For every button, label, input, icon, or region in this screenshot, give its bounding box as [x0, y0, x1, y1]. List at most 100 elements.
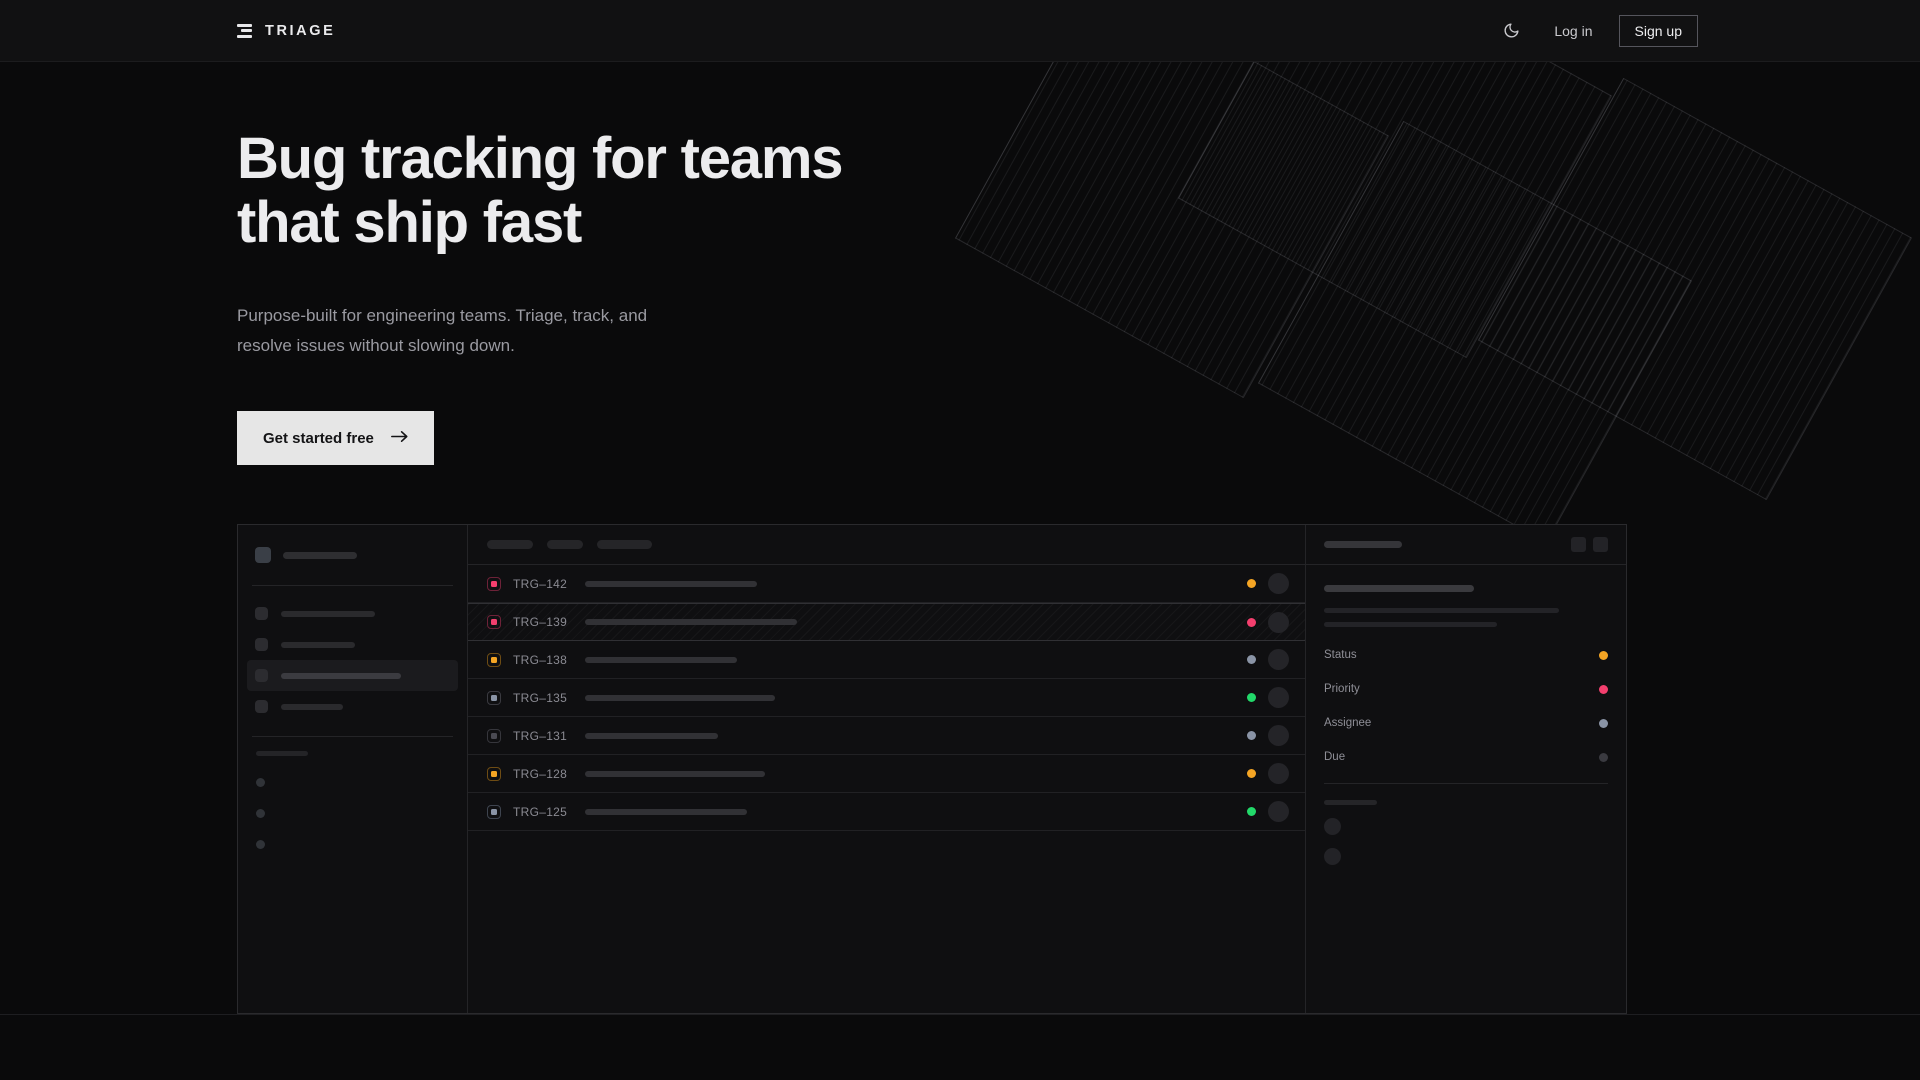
detail-title-placeholder: [1324, 541, 1402, 548]
issue-id: TRG–138: [513, 652, 568, 667]
avatar: [1268, 611, 1289, 633]
decorative-shape: [1177, 62, 1613, 359]
detail-field-label: Status: [1324, 649, 1357, 661]
priority-icon: [487, 615, 501, 629]
priority-icon: [487, 690, 501, 705]
sidebar-item-label-placeholder: [281, 672, 401, 679]
workspace-avatar: [255, 547, 271, 563]
nav-actions: Log in Sign up: [1494, 14, 1698, 48]
issue-title-placeholder: [585, 656, 737, 663]
detail-divider: [1324, 783, 1608, 784]
hero-subtitle: Purpose-built for engineering teams. Tri…: [237, 306, 648, 355]
priority-icon: [487, 728, 501, 743]
detail-action-button[interactable]: [1571, 537, 1586, 552]
issue-id: TRG–128: [513, 766, 568, 781]
decorative-shape: [1477, 77, 1913, 501]
detail-field-status[interactable]: Status: [1324, 649, 1608, 661]
avatar: [1268, 801, 1289, 822]
avatar: [1268, 687, 1289, 708]
avatar: [1268, 763, 1289, 784]
detail-field-due[interactable]: Due: [1324, 751, 1608, 763]
sidebar-divider: [252, 736, 453, 737]
detail-field-label: Assignee: [1324, 717, 1372, 729]
workspace-name-placeholder: [283, 551, 357, 559]
issue-id: TRG–135: [513, 690, 568, 705]
get-started-button[interactable]: Get started free: [237, 411, 434, 465]
sidebar-project-list: [238, 778, 467, 849]
decorative-shape: [954, 62, 1390, 399]
sidebar-project-dot[interactable]: [256, 809, 265, 818]
issue-id: TRG–142: [513, 576, 568, 591]
avatar: [1324, 848, 1341, 865]
brand-logo[interactable]: TRIAGE: [237, 23, 335, 39]
issue-title-placeholder: [585, 694, 775, 701]
status-badge: [1247, 579, 1256, 588]
decorative-shape: [1257, 120, 1693, 544]
detail-action-button[interactable]: [1593, 537, 1608, 552]
detail-field-label: Due: [1324, 751, 1346, 763]
issue-id: TRG–131: [513, 728, 568, 743]
moon-icon[interactable]: [1494, 14, 1528, 48]
sidebar-nav-item-3[interactable]: [247, 691, 458, 722]
toolbar-filter-chip-0[interactable]: [487, 540, 533, 549]
login-link[interactable]: Log in: [1554, 22, 1593, 39]
get-started-label: Get started free: [263, 429, 374, 447]
sidebar-divider: [252, 585, 453, 586]
avatar: [1268, 573, 1289, 594]
status-badge: [1247, 693, 1256, 702]
brand-name: TRIAGE: [265, 22, 336, 39]
issue-title-placeholder: [585, 619, 797, 625]
table-row[interactable]: TRG–128: [468, 755, 1305, 793]
status-badge: [1247, 617, 1256, 627]
priority-icon: [487, 804, 501, 819]
sidebar-item-icon: [255, 700, 268, 713]
priority-icon: [487, 766, 501, 781]
issue-title-placeholder: [585, 808, 747, 815]
issue-title-placeholder: [585, 580, 757, 587]
status-badge: [1247, 655, 1256, 664]
sidebar-item-label-placeholder: [281, 641, 355, 648]
avatar: [1268, 649, 1289, 670]
detail-field-value: [1599, 684, 1608, 694]
top-navigation-bar: TRIAGE Log in Sign up: [0, 0, 1920, 62]
issue-id: TRG–125: [513, 804, 568, 819]
detail-field-value: [1599, 718, 1608, 728]
mockup-sidebar-workspace[interactable]: [238, 525, 467, 563]
sidebar-project-dot[interactable]: [256, 778, 265, 787]
detail-panel-header: [1306, 525, 1626, 565]
issue-title-placeholder: [585, 732, 718, 739]
sidebar-nav-item-1[interactable]: [247, 629, 458, 660]
page-title: Bug tracking for teams that ship fast: [237, 126, 843, 255]
page-bottom-divider: [0, 1014, 1920, 1015]
toolbar-filter-chip-2[interactable]: [597, 540, 652, 549]
table-row[interactable]: TRG–135: [468, 679, 1305, 717]
issue-title-placeholder: [585, 770, 765, 777]
table-row[interactable]: TRG–142: [468, 565, 1305, 603]
toolbar-filter-chip-1[interactable]: [547, 540, 583, 549]
avatar: [1268, 725, 1289, 746]
sidebar-project-dot[interactable]: [256, 840, 265, 849]
detail-field-priority[interactable]: Priority: [1324, 683, 1608, 695]
sidebar-item-icon: [255, 607, 268, 620]
hero-content: Bug tracking for teams that ship fast Pu…: [237, 126, 843, 465]
table-row[interactable]: TRG–139: [468, 603, 1305, 641]
sidebar-item-icon: [255, 638, 268, 651]
avatar: [1324, 818, 1341, 835]
status-badge: [1247, 807, 1256, 816]
detail-field-assignee[interactable]: Assignee: [1324, 717, 1608, 729]
priority-icon: [487, 652, 501, 667]
detail-field-value: [1599, 752, 1608, 762]
table-row[interactable]: TRG–125: [468, 793, 1305, 831]
detail-heading-placeholder: [1324, 585, 1474, 592]
status-badge: [1247, 731, 1256, 740]
sidebar-nav-item-2[interactable]: [247, 660, 458, 691]
sidebar-nav-item-0[interactable]: [247, 598, 458, 629]
arrow-right-icon: [390, 430, 408, 447]
signup-button[interactable]: Sign up: [1618, 14, 1698, 47]
issue-list-toolbar: [468, 525, 1305, 565]
table-row[interactable]: TRG–138: [468, 641, 1305, 679]
table-row[interactable]: TRG–131: [468, 717, 1305, 755]
